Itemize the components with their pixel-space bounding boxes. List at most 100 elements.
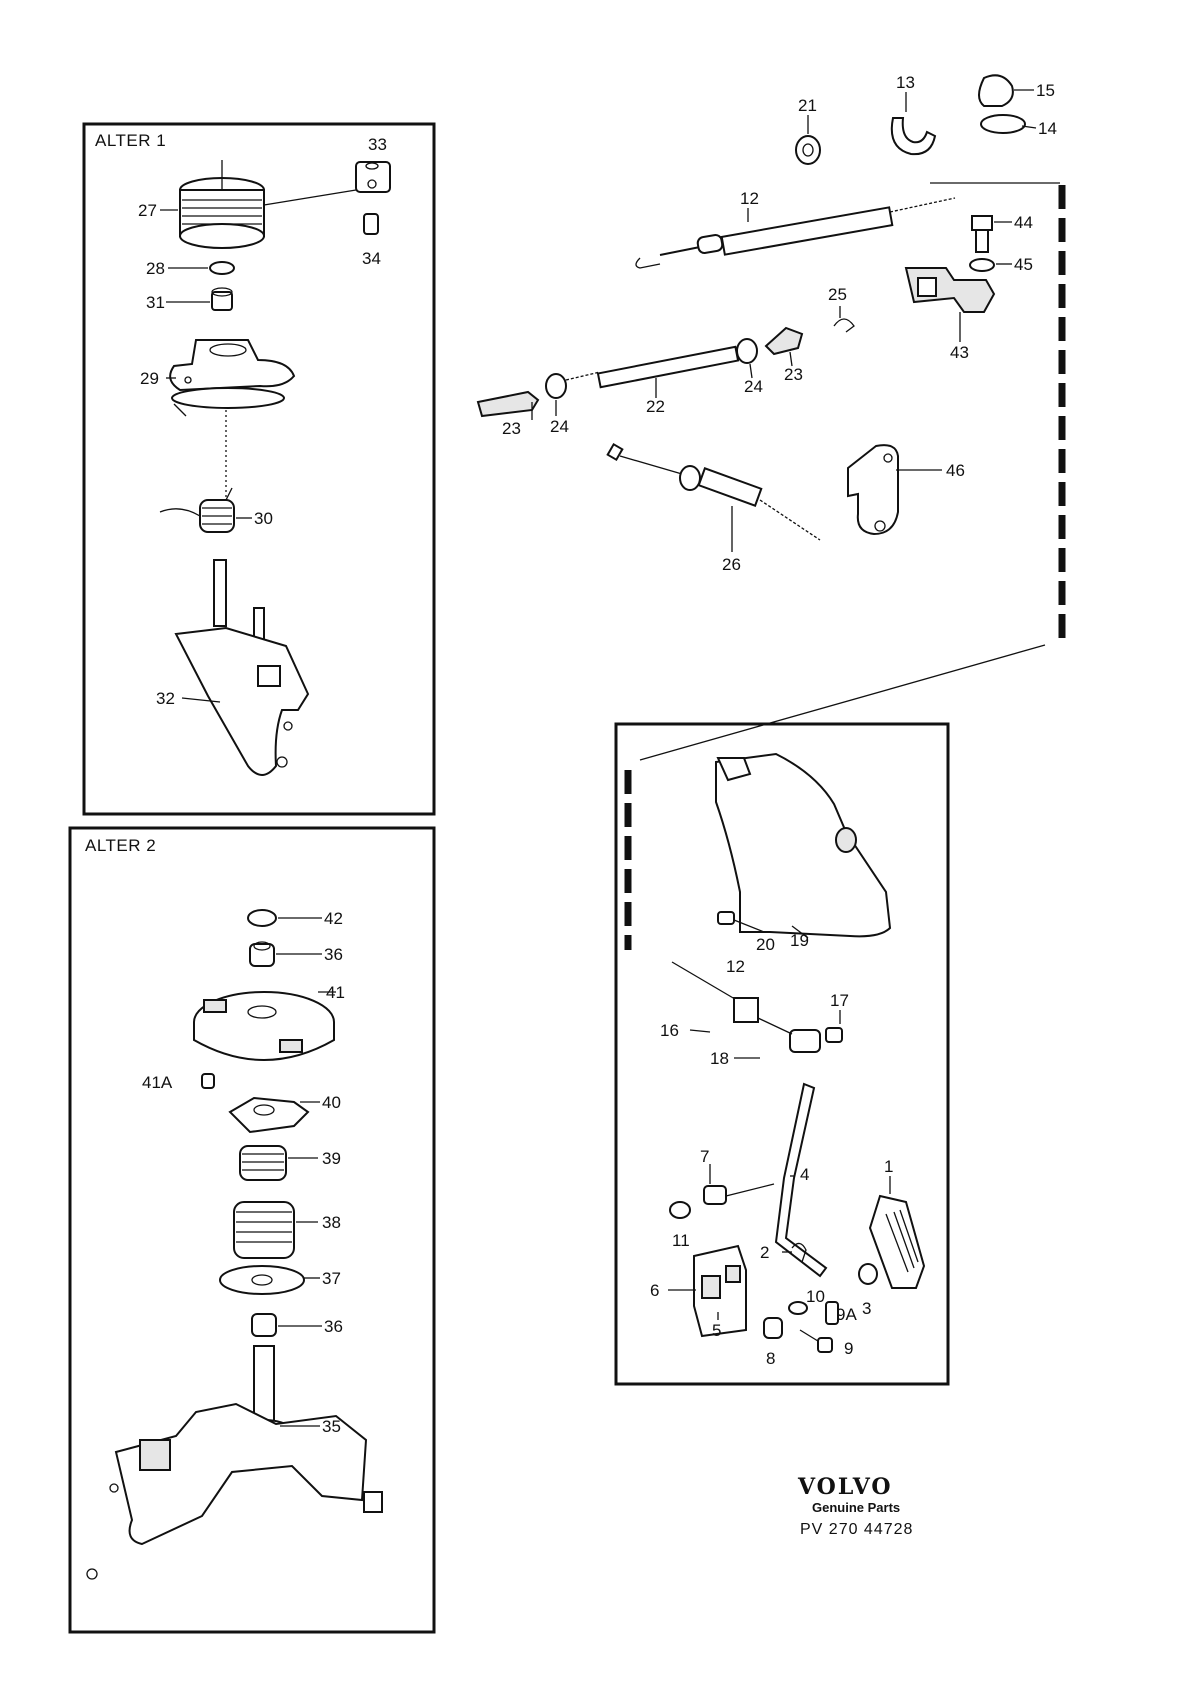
- lower-plate-icon: [219, 1265, 305, 1295]
- callout-27: 27: [138, 201, 157, 220]
- clip-25-icon: [833, 318, 855, 333]
- housing-icon: [169, 339, 296, 417]
- clip-icon: [890, 117, 937, 156]
- callout-23-left: 23: [502, 419, 521, 438]
- stop-3-icon: [858, 1263, 878, 1285]
- callout-10: 10: [806, 1287, 825, 1306]
- bushing-icon: [211, 287, 233, 311]
- callout-41A: 41A: [142, 1073, 173, 1092]
- cable-icon: [635, 197, 956, 269]
- alter1-panel: [82, 122, 436, 816]
- callout-32: 32: [156, 689, 175, 708]
- callout-46: 46: [946, 461, 965, 480]
- callout-31: 31: [146, 293, 165, 312]
- callout-14: 14: [1038, 119, 1057, 138]
- callout-9A: 9A: [836, 1305, 857, 1324]
- pedal-cover-icon: [715, 752, 892, 938]
- callout-43: 43: [950, 343, 969, 362]
- spring-39-icon: [239, 1145, 287, 1181]
- bushing-36-top-icon: [249, 941, 275, 967]
- callout-9: 9: [844, 1339, 853, 1358]
- brand-logo: VOLVO: [797, 1474, 893, 1500]
- cable-12-icon: [671, 961, 741, 1003]
- callout-25: 25: [828, 285, 847, 304]
- callout-30: 30: [254, 509, 273, 528]
- callout-5: 5: [712, 1321, 721, 1340]
- mount-bracket-icon: [693, 1244, 747, 1338]
- bolt-9-icon: [799, 1301, 839, 1353]
- linkage-icon: [733, 997, 843, 1053]
- callout-12-pedal: 12: [726, 957, 745, 976]
- drum-spring-icon: [179, 160, 357, 249]
- callout-8: 8: [766, 1349, 775, 1368]
- pedal-panel: [614, 722, 950, 1386]
- callout-36-bottom: 36: [324, 1317, 343, 1336]
- bolt-icon: [969, 215, 995, 272]
- callout-13: 13: [896, 73, 915, 92]
- clip-2-icon: [791, 1242, 807, 1263]
- callout-7: 7: [700, 1147, 709, 1166]
- callout-3: 3: [862, 1299, 871, 1318]
- nut-11-icon: [669, 1201, 691, 1219]
- callout-39: 39: [322, 1149, 341, 1168]
- cam-plate-icon: [228, 1096, 310, 1134]
- screw-icon: [363, 213, 379, 235]
- callout-26: 26: [722, 555, 741, 574]
- callout-4: 4: [800, 1165, 809, 1184]
- screw-41a-icon: [201, 1073, 215, 1089]
- washer-28-icon: [209, 261, 235, 275]
- connector-line-lower: [639, 644, 1046, 761]
- callout-24-left: 24: [550, 417, 569, 436]
- bushing-36-bottom-icon: [251, 1313, 277, 1337]
- brand-subtitle: Genuine Parts: [812, 1500, 900, 1515]
- callout-40: 40: [322, 1093, 341, 1112]
- screw-20-icon: [717, 911, 735, 925]
- callout-11: 11: [672, 1231, 690, 1250]
- alter1-title: ALTER 1: [95, 131, 166, 150]
- callout-29: 29: [140, 369, 159, 388]
- callout-34: 34: [362, 249, 381, 268]
- alter2-panel: [68, 826, 436, 1634]
- callout-1: 1: [884, 1157, 893, 1176]
- spring-icon: [159, 487, 235, 533]
- callout-22: 22: [646, 397, 665, 416]
- catalog-code: PV 270 44728: [800, 1521, 913, 1538]
- callout-41: 41: [326, 983, 345, 1002]
- bracket-46-icon: [847, 444, 899, 536]
- return-spring-icon: [703, 1183, 775, 1205]
- coil-38-icon: [233, 1201, 295, 1259]
- washer-10-icon: [788, 1301, 808, 1315]
- callout-20: 20: [756, 935, 775, 954]
- callout-35: 35: [322, 1417, 341, 1436]
- callout-17: 17: [830, 991, 849, 1010]
- clamp-icon: [978, 74, 1026, 134]
- callout-28: 28: [146, 259, 165, 278]
- callout-21: 21: [798, 96, 817, 115]
- cable-26-icon: [606, 442, 821, 541]
- callout-12-top: 12: [740, 189, 759, 208]
- callout-38: 38: [322, 1213, 341, 1232]
- nut-icon: [355, 161, 391, 193]
- callout-18: 18: [710, 1049, 729, 1068]
- base-bracket-35-icon: [86, 1345, 383, 1580]
- callout-37: 37: [322, 1269, 341, 1288]
- callout-33: 33: [368, 135, 387, 154]
- callout-2: 2: [760, 1243, 769, 1262]
- callout-44: 44: [1014, 213, 1033, 232]
- pedal-arm-icon: [774, 1082, 828, 1278]
- washer-icon: [795, 135, 821, 165]
- cover-housing-icon: [193, 991, 335, 1061]
- callout-36-top: 36: [324, 945, 343, 964]
- nut-42-icon: [247, 909, 277, 927]
- callout-42: 42: [324, 909, 343, 928]
- callout-6: 6: [650, 1281, 659, 1300]
- pedal-icon: [868, 1194, 926, 1289]
- callout-45: 45: [1014, 255, 1033, 274]
- base-bracket-icon: [174, 559, 310, 776]
- callout-19: 19: [790, 931, 809, 950]
- callout-24-right: 24: [744, 377, 763, 396]
- callout-23-right: 23: [784, 365, 803, 384]
- rod-assembly-icon: [476, 326, 804, 418]
- callout-15: 15: [1036, 81, 1055, 100]
